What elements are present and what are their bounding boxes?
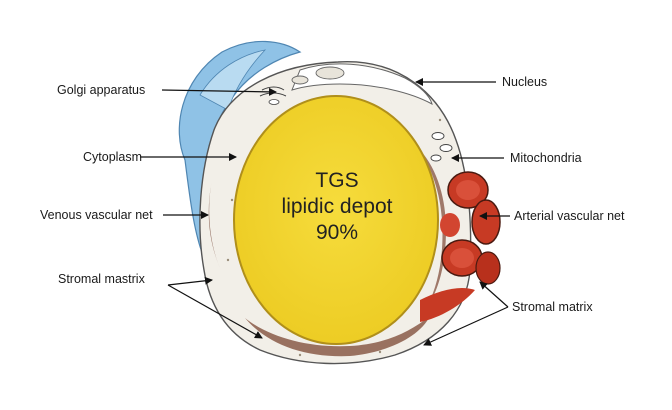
label-stromal-mastrix: Stromal mastrix bbox=[58, 272, 145, 286]
arrow-stromal-left-2 bbox=[167, 284, 263, 339]
mitochondria-cluster bbox=[430, 132, 453, 162]
label-cytoplasm: Cytoplasm bbox=[83, 150, 143, 164]
arterial-vascular-net bbox=[420, 171, 501, 322]
label-stromal-matrix: Stromal matrix bbox=[512, 300, 593, 314]
label-arterial-vascular-net: Arterial vascular net bbox=[514, 209, 625, 223]
label-venous-vascular-net: Venous vascular net bbox=[40, 208, 153, 222]
arrow-stromal-right-2 bbox=[423, 306, 509, 346]
arrow-stromal-right-1 bbox=[479, 281, 509, 308]
center-title: TGS bbox=[315, 169, 358, 192]
label-mitochondria: Mitochondria bbox=[510, 151, 582, 165]
center-percentage: 90% bbox=[316, 221, 358, 244]
center-subtitle: lipidic depot bbox=[282, 195, 393, 218]
cytoplasm-texture bbox=[226, 118, 442, 357]
arrow-golgi bbox=[161, 87, 277, 96]
nucleus-region bbox=[291, 63, 433, 105]
stromal-matrix-bands bbox=[208, 150, 446, 357]
lipid-droplet bbox=[233, 95, 439, 345]
arrow-stromal-left-1 bbox=[167, 276, 213, 286]
label-nucleus: Nucleus bbox=[502, 75, 548, 89]
label-golgi-apparatus: Golgi apparatus bbox=[57, 83, 146, 97]
pointer-arrows bbox=[140, 78, 510, 346]
